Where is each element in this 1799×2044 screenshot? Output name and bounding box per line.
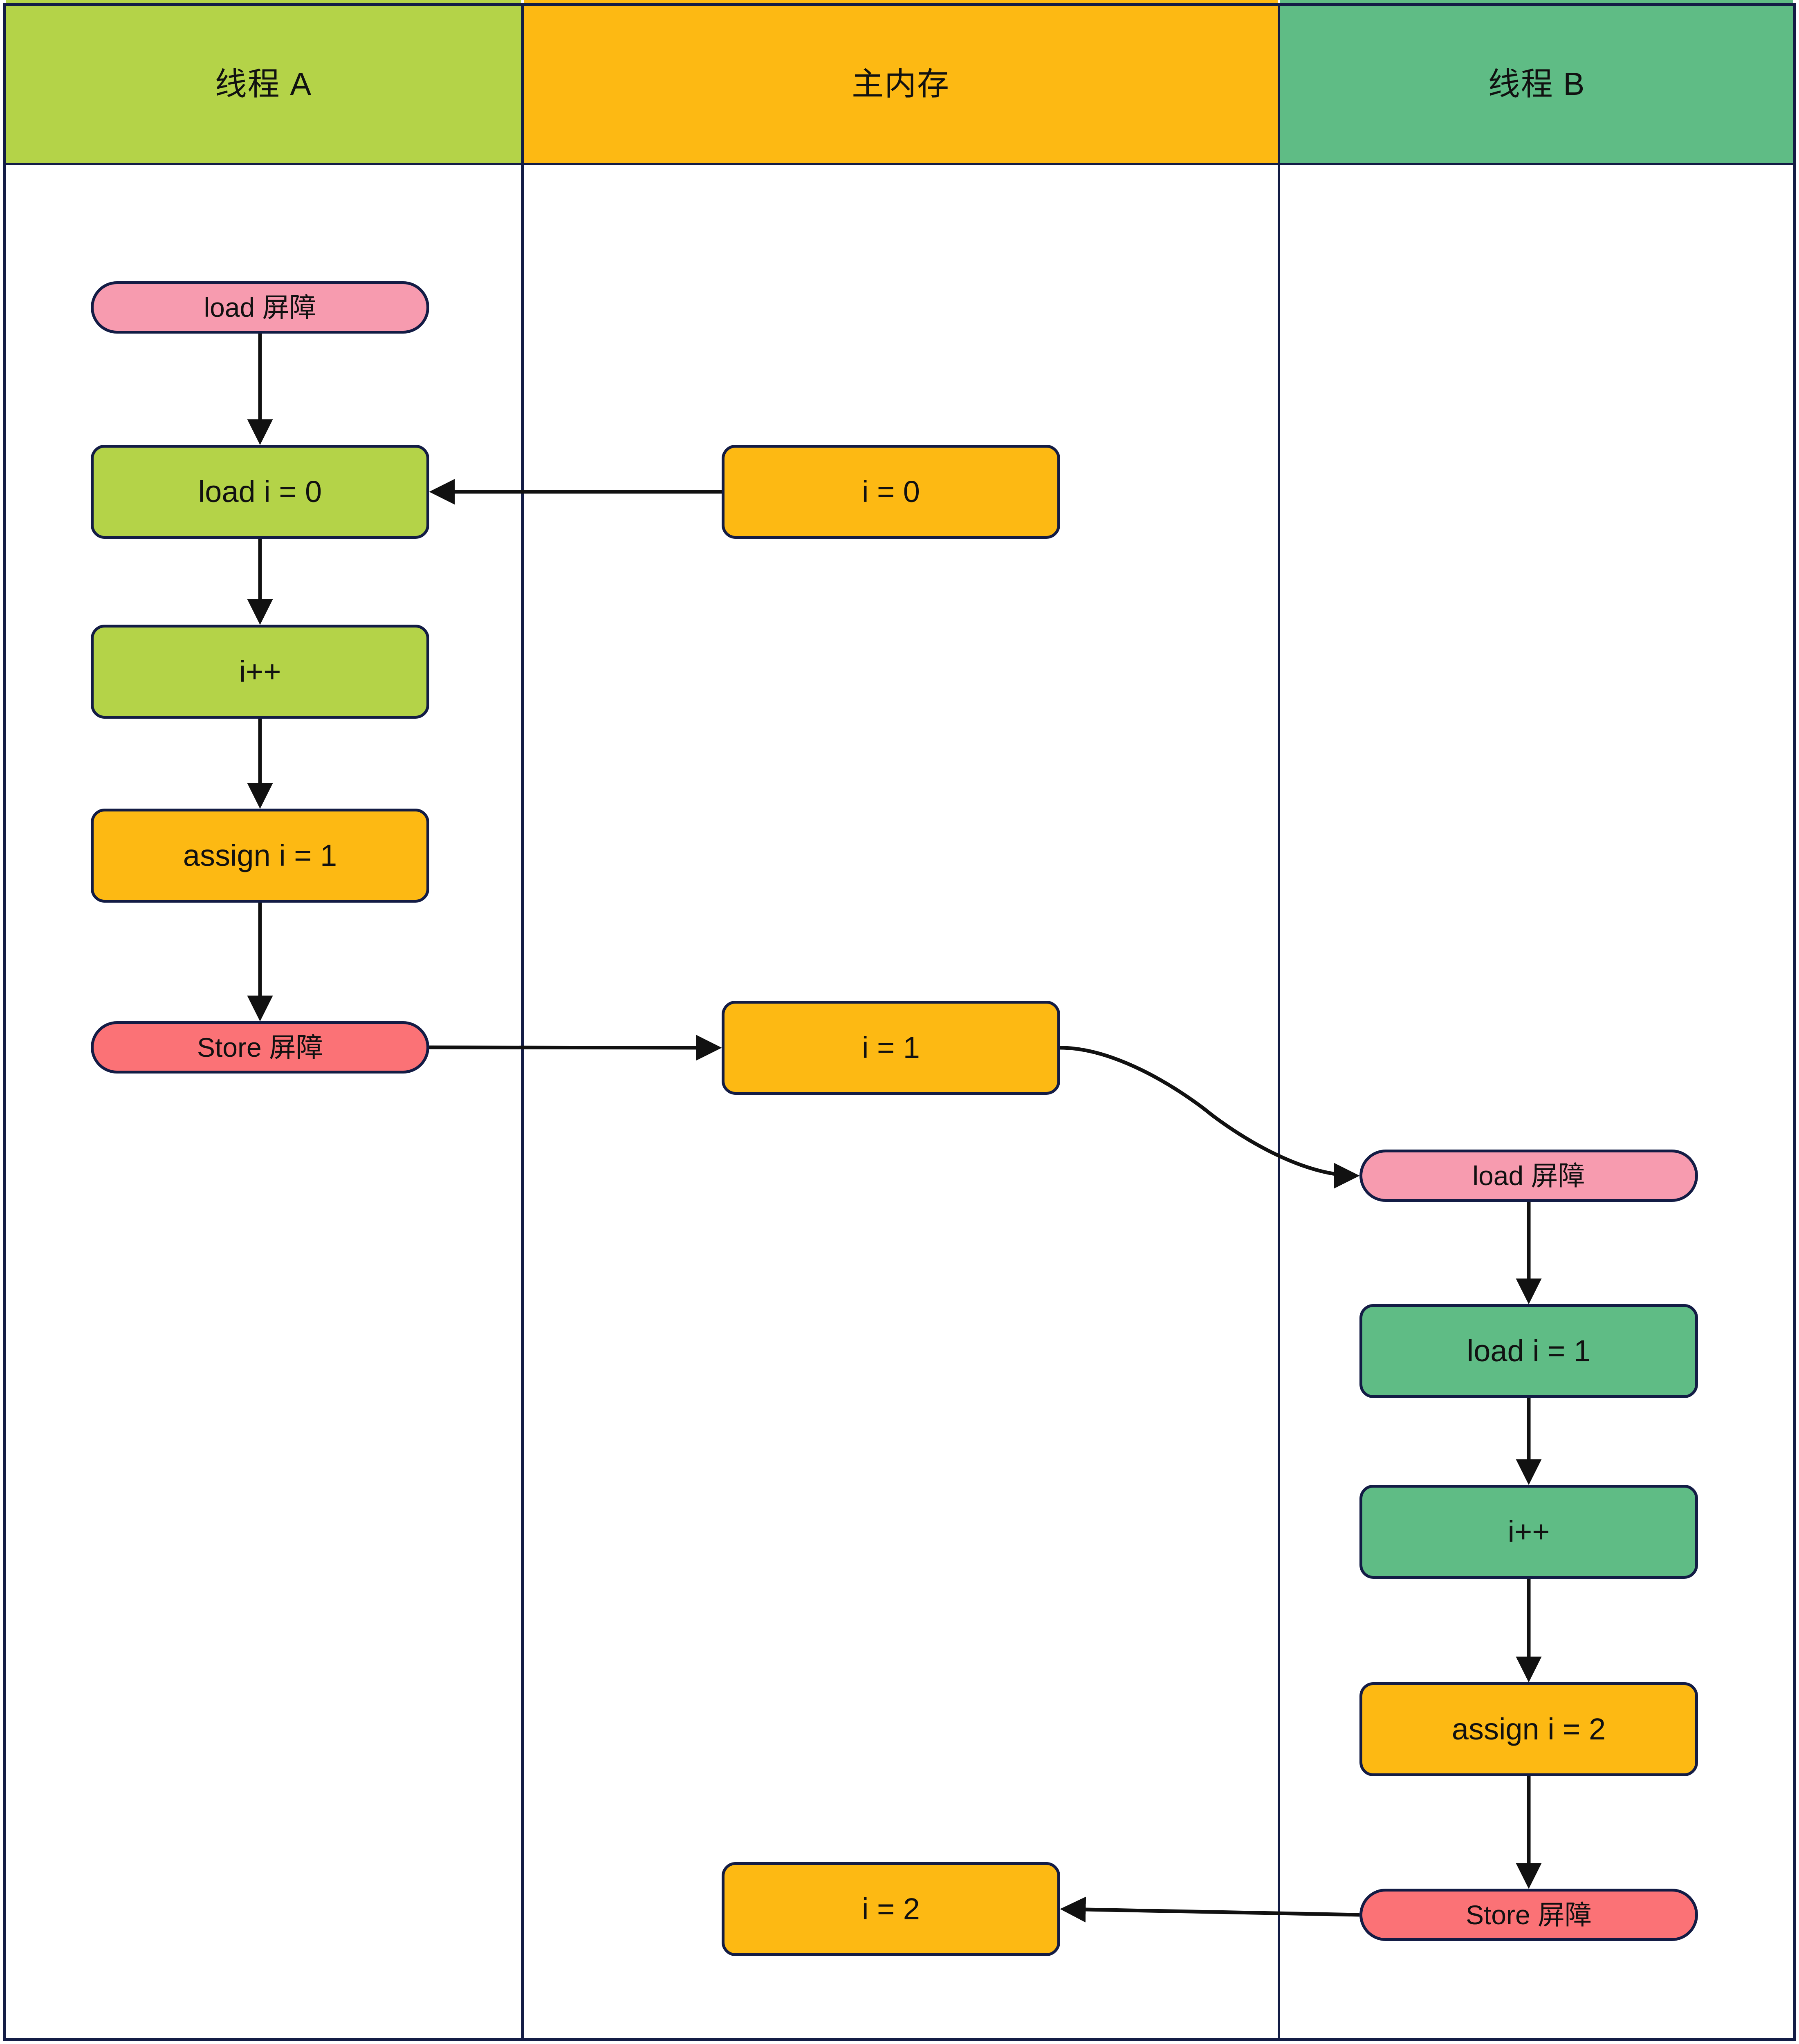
node-label-mm-i-0: i = 0	[862, 475, 920, 509]
lane-header-main-memory: 主内存	[524, 0, 1278, 165]
node-a-assign-i-1[interactable]: assign i = 1	[91, 809, 429, 903]
node-label-a-incr: i++	[239, 654, 281, 689]
node-label-b-incr: i++	[1507, 1515, 1550, 1549]
node-b-assign-i-2[interactable]: assign i = 2	[1359, 1682, 1698, 1776]
node-label-b-load-barrier: load 屏障	[1472, 1160, 1585, 1191]
node-b-load-i-1[interactable]: load i = 1	[1359, 1304, 1698, 1398]
node-b-load-barrier[interactable]: load 屏障	[1359, 1150, 1698, 1202]
lane-header-thread-a: 线程 A	[6, 0, 521, 165]
node-label-b-assign-i-2: assign i = 2	[1451, 1712, 1606, 1746]
node-b-store-barrier[interactable]: Store 屏障	[1359, 1889, 1698, 1941]
edge-mm-i-1-to-b-load-barrier	[1060, 1046, 1360, 1189]
node-label-a-store-barrier: Store 屏障	[197, 1032, 323, 1062]
swimlane-frame	[3, 3, 1796, 2041]
edge-b-store-barrier-to-mm-i-2	[1060, 1896, 1360, 1923]
lane-title-thread-b: 线程 B	[1488, 66, 1586, 102]
node-label-a-load-i-0: load i = 0	[198, 475, 322, 509]
node-mm-i-0[interactable]: i = 0	[722, 445, 1060, 539]
edge-a-store-barrier-to-mm-i-1	[429, 1035, 722, 1061]
node-mm-i-1[interactable]: i = 1	[722, 1001, 1060, 1095]
node-label-b-load-i-1: load i = 1	[1467, 1334, 1591, 1368]
lane-title-main-memory: 主内存	[851, 66, 950, 102]
node-label-mm-i-2: i = 2	[862, 1892, 920, 1926]
lane-title-thread-a: 线程 A	[215, 66, 312, 102]
node-label-a-load-barrier: load 屏障	[204, 292, 316, 323]
node-label-b-store-barrier: Store 屏障	[1465, 1899, 1592, 1930]
node-a-store-barrier[interactable]: Store 屏障	[91, 1021, 429, 1074]
node-label-mm-i-1: i = 1	[862, 1031, 920, 1065]
lane-divider-right	[1278, 3, 1280, 2041]
node-label-a-assign-i-1: assign i = 1	[183, 838, 337, 873]
node-mm-i-2[interactable]: i = 2	[722, 1862, 1060, 1956]
node-a-incr[interactable]: i++	[91, 625, 429, 719]
lane-divider-left	[521, 3, 524, 2041]
node-a-load-barrier[interactable]: load 屏障	[91, 281, 429, 334]
lane-header-thread-b: 线程 B	[1280, 0, 1793, 165]
node-b-incr[interactable]: i++	[1359, 1485, 1698, 1579]
node-a-load-i-0[interactable]: load i = 0	[91, 445, 429, 539]
